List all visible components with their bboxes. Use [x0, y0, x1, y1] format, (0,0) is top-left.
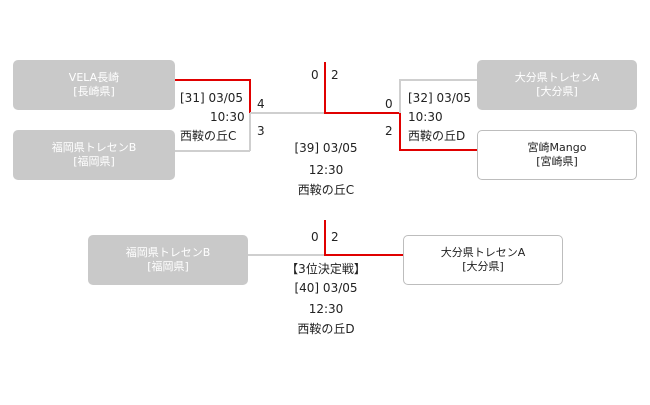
sf1-score-bottom: 3: [257, 124, 265, 138]
third-vertical-win-line: [324, 220, 326, 256]
sf2-bottom-win-line: [400, 149, 477, 151]
final-score-left: 0: [311, 68, 319, 82]
team-fukuoka-tresen-b[interactable]: 福岡県トレセンB [福岡県]: [13, 130, 175, 180]
final-score-right: 2: [331, 68, 339, 82]
third-match-number: [40] 03/05: [294, 281, 358, 295]
team-prefecture: [大分県]: [462, 260, 504, 273]
third-place-heading: 【3位決定戦】: [286, 262, 366, 276]
sf1-match-time: 10:30: [210, 110, 245, 124]
team-prefecture: [福岡県]: [147, 260, 189, 273]
third-left-lose-line: [248, 254, 325, 256]
third-score-left: 0: [311, 230, 319, 244]
sf2-to-final-win-line: [325, 112, 401, 114]
final-match-venue: 西鞍の丘C: [297, 183, 355, 197]
team-prefecture: [長崎県]: [73, 85, 115, 98]
third-right-win-line: [325, 254, 403, 256]
sf2-match-number: [32] 03/05: [408, 91, 472, 105]
sf2-match-venue: 西鞍の丘D: [408, 129, 466, 143]
team-prefecture: [大分県]: [536, 85, 578, 98]
sf2-top-lose-line: [400, 79, 477, 81]
sf2-vertical-lose-line: [399, 79, 401, 113]
team-name: 宮崎Mango: [527, 141, 587, 154]
team-name: 福岡県トレセンB: [125, 246, 211, 259]
final-match-time: 12:30: [308, 163, 344, 177]
sf1-match-number: [31] 03/05: [180, 91, 244, 105]
team-vela-nagasaki[interactable]: VELA長崎 [長崎県]: [13, 60, 175, 110]
team-name: 大分県トレセンA: [440, 246, 526, 259]
third-place-team-right[interactable]: 大分県トレセンA [大分県]: [403, 235, 563, 285]
third-score-right: 2: [331, 230, 339, 244]
sf1-match-venue: 西鞍の丘C: [180, 129, 237, 143]
sf2-vertical-win-line: [399, 113, 401, 151]
sf1-score-top: 4: [257, 97, 265, 111]
sf2-match-time: 10:30: [408, 110, 443, 124]
third-match-venue: 西鞍の丘D: [297, 322, 355, 336]
sf1-vertical-lose-line: [249, 113, 251, 151]
final-match-number: [39] 03/05: [294, 141, 358, 155]
third-place-team-left[interactable]: 福岡県トレセンB [福岡県]: [88, 235, 248, 285]
team-prefecture: [福岡県]: [73, 155, 115, 168]
sf2-score-top: 0: [385, 97, 393, 111]
third-match-time: 12:30: [308, 302, 344, 316]
sf1-to-final-line: [250, 112, 325, 114]
team-name: 大分県トレセンA: [514, 71, 600, 84]
team-name: 福岡県トレセンB: [51, 141, 137, 154]
team-oita-tresen-a[interactable]: 大分県トレセンA [大分県]: [477, 60, 637, 110]
final-champion-line: [324, 62, 326, 114]
sf1-top-win-line: [175, 79, 250, 81]
team-miyazaki-mango[interactable]: 宮崎Mango [宮崎県]: [477, 130, 637, 180]
team-prefecture: [宮崎県]: [536, 155, 578, 168]
sf1-bottom-lose-line: [175, 150, 250, 152]
sf1-vertical-win-line: [249, 79, 251, 113]
sf2-score-bottom: 2: [385, 124, 393, 138]
team-name: VELA長崎: [68, 71, 120, 84]
